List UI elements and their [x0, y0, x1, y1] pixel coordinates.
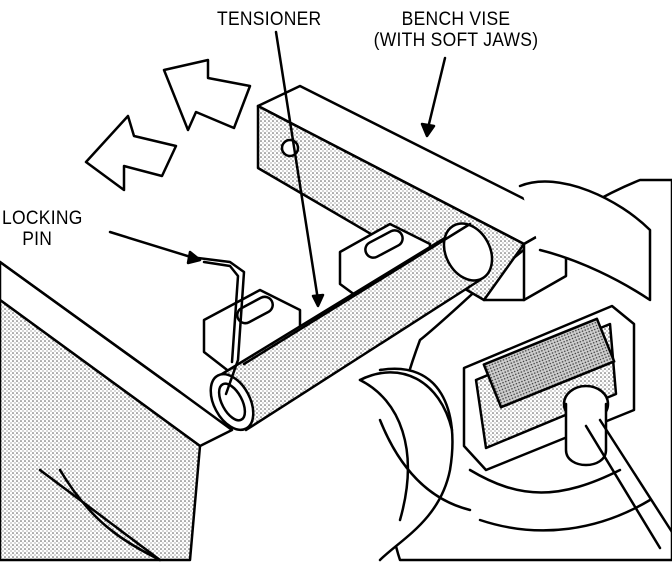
bench-vise-label-line1: BENCH VISE	[401, 9, 511, 30]
vise-handle	[562, 384, 672, 550]
vise-rear-casting	[518, 180, 652, 302]
bench-vise-label: BENCH VISE (WITH SOFT JAWS)	[364, 9, 548, 51]
tensioner-label: TENSIONER	[217, 9, 321, 30]
locking-pin	[196, 256, 246, 396]
workbench	[0, 260, 234, 562]
tensioner-cylinder	[209, 222, 494, 432]
locking-pin-label: LOCKING PIN	[2, 208, 83, 250]
leader-lines	[108, 30, 447, 308]
locking-pin-label-line2: PIN	[22, 229, 53, 250]
bench-vise-label-line2: (WITH SOFT JAWS)	[373, 30, 539, 51]
vise-jaw-front	[462, 304, 636, 472]
tensioner-label-text: TENSIONER	[217, 9, 322, 30]
vise-screw-shaft	[358, 371, 472, 512]
double-arrow-icon	[84, 58, 252, 192]
locking-pin-label-line1: LOCKING	[2, 208, 83, 229]
